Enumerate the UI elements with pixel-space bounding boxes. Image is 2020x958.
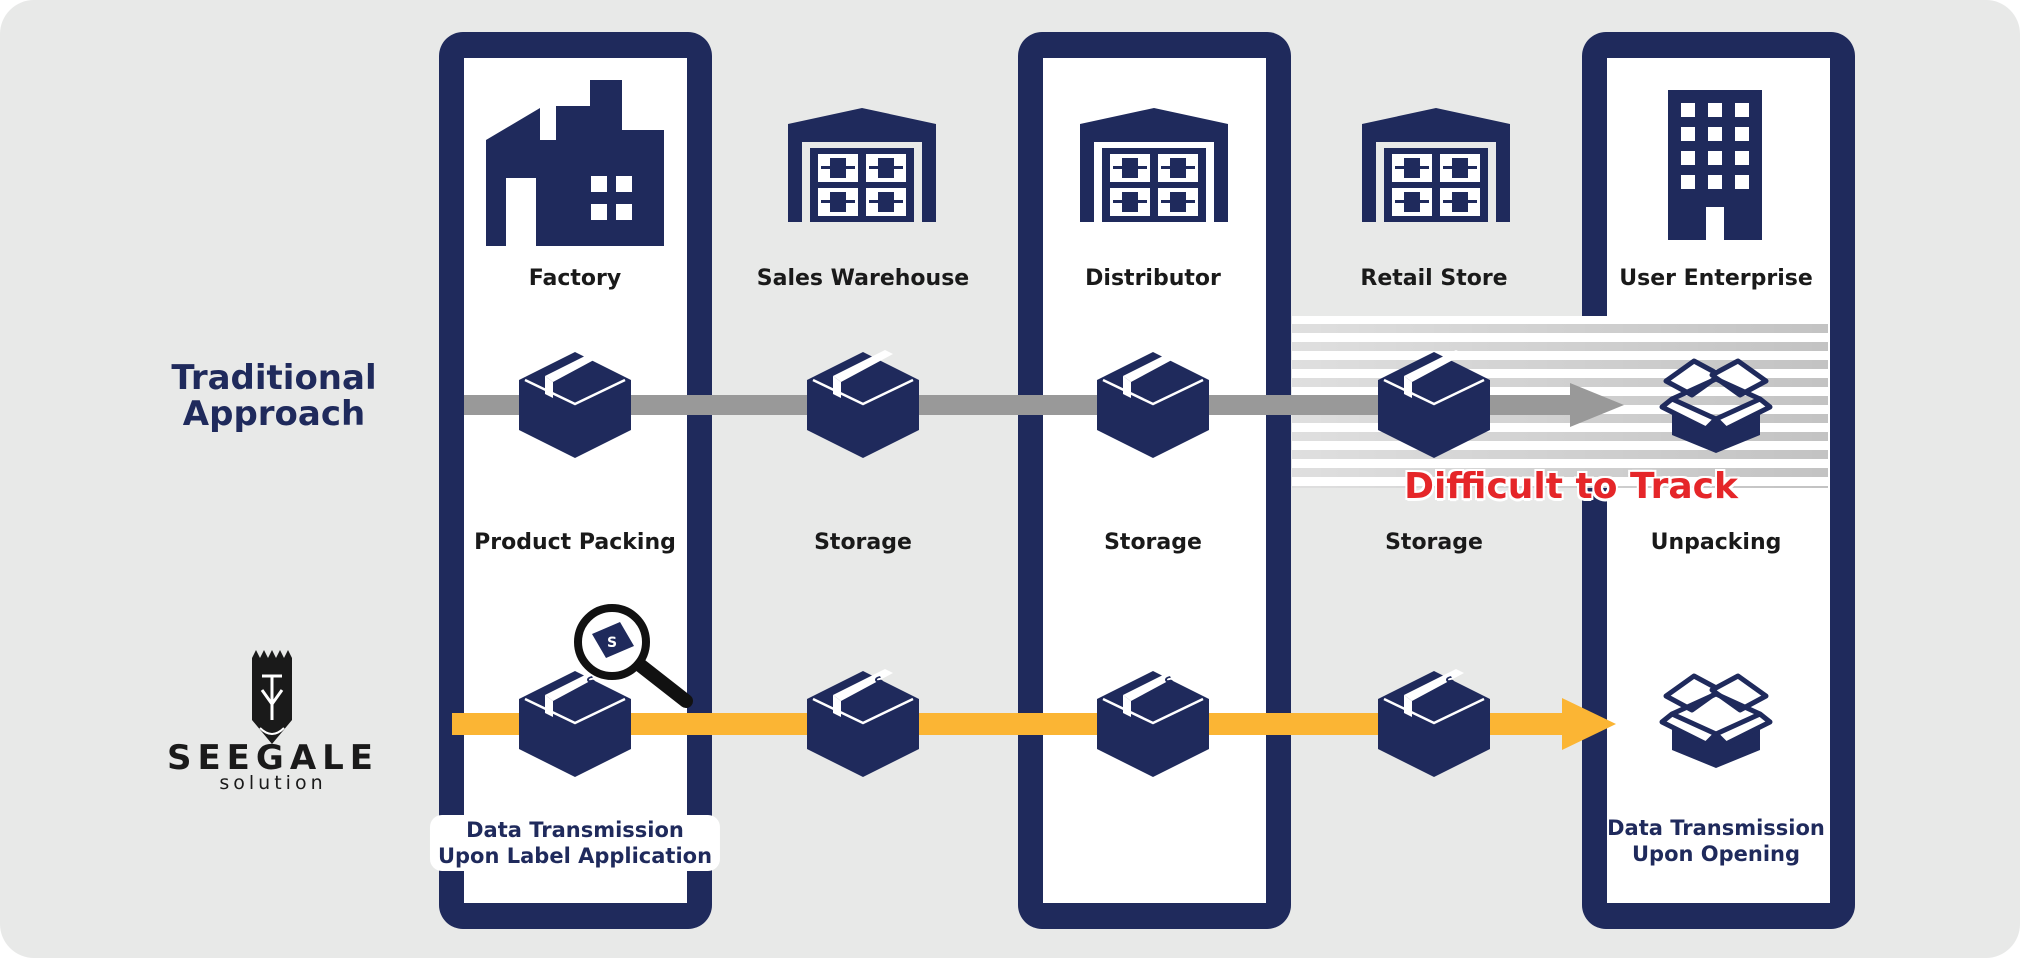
note-label-opening-line1: Data Transmission bbox=[1607, 816, 1825, 840]
traditional-title-line1: Traditional bbox=[171, 358, 377, 398]
seegale-brand-name: SEEGALE bbox=[166, 738, 380, 778]
seegale-logo-icon bbox=[252, 650, 292, 744]
box-icon bbox=[519, 350, 631, 458]
note-label-opening: Data Transmission Upon Opening bbox=[1607, 815, 1825, 867]
column-label-distributor: Distributor bbox=[1085, 266, 1221, 291]
office-building-icon bbox=[1668, 90, 1762, 240]
step-label-storage: Storage bbox=[1104, 530, 1202, 555]
step-label-storage: Storage bbox=[1385, 530, 1483, 555]
difficult-to-track-warning: Difficult to Track bbox=[1404, 466, 1738, 507]
factory-icon bbox=[486, 80, 664, 246]
traditional-approach-title: Traditional Approach bbox=[171, 360, 376, 432]
box-icon bbox=[1097, 350, 1209, 458]
note-label-application-line1: Data Transmission bbox=[466, 818, 684, 842]
box-icon bbox=[1378, 350, 1490, 458]
column-label-sales-warehouse: Sales Warehouse bbox=[756, 266, 970, 291]
warehouse-icon bbox=[1080, 108, 1228, 222]
magnifier-icon: S bbox=[574, 604, 693, 708]
traditional-title-line2: Approach bbox=[182, 394, 366, 434]
seegale-brand-sub: solution bbox=[219, 772, 327, 794]
open-box-icon bbox=[1659, 673, 1773, 768]
note-label-opening-line2: Upon Opening bbox=[1631, 842, 1801, 866]
column-label-user-enterprise: User Enterprise bbox=[1619, 266, 1813, 291]
step-label-product-packing: Product Packing bbox=[474, 530, 676, 555]
labeled-box-icon: S bbox=[807, 669, 919, 777]
labeled-box-icon: S bbox=[519, 669, 631, 777]
labeled-box-icon: S bbox=[1097, 669, 1209, 777]
note-label-application-line2: Upon Label Application bbox=[437, 844, 713, 868]
open-box-icon bbox=[1659, 358, 1773, 453]
box-icon bbox=[807, 350, 919, 458]
column-label-retail-store: Retail Store bbox=[1360, 266, 1508, 291]
warehouse-icon bbox=[788, 108, 936, 222]
svg-text:S: S bbox=[607, 635, 617, 651]
labeled-box-icon: S bbox=[1378, 669, 1490, 777]
column-label-factory: Factory bbox=[528, 266, 622, 291]
traditional-arrow bbox=[464, 383, 1624, 427]
seegale-arrow bbox=[452, 698, 1616, 750]
step-label-unpacking: Unpacking bbox=[1650, 530, 1782, 555]
warehouse-icon bbox=[1362, 108, 1510, 222]
note-label-application: Data Transmission Upon Label Application bbox=[429, 815, 721, 871]
step-label-storage: Storage bbox=[814, 530, 912, 555]
